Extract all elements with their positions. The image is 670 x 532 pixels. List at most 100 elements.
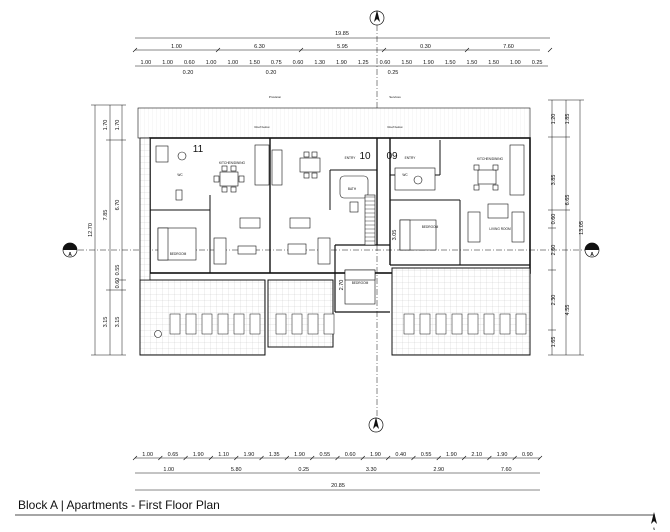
terrace-loungers bbox=[169, 313, 527, 335]
bottom-dim-row1-11: 0.40 bbox=[395, 452, 406, 458]
interior-dim-1: 3.05 bbox=[392, 230, 398, 241]
top-dim-row1-tick bbox=[381, 47, 387, 53]
lounger bbox=[217, 313, 229, 335]
lounger bbox=[515, 313, 527, 335]
top-dim-row2-17: 1.50 bbox=[488, 60, 499, 66]
bottom-dim-row1-tick bbox=[360, 455, 366, 461]
right-inner-dim-2: 3.85 bbox=[551, 175, 557, 186]
terrace-table bbox=[154, 330, 162, 338]
top-dim-row1-4: 0.30 bbox=[420, 44, 431, 50]
section-marker-left-label: A bbox=[68, 252, 72, 258]
top-dim-row2-5: 1.00 bbox=[227, 60, 238, 66]
top-dim-row1-tick bbox=[215, 47, 221, 53]
lounger bbox=[185, 313, 197, 335]
lounger bbox=[169, 313, 181, 335]
bottom-dim-row1-tick bbox=[208, 455, 214, 461]
bottom-dim-row1-tick bbox=[234, 455, 239, 461]
roof-note-2: Roof below bbox=[387, 125, 403, 129]
bottom-dim-row1-tick bbox=[259, 455, 264, 461]
room-label-bath-10: BATH bbox=[348, 187, 357, 191]
left-outer-dim-2: 7.85 bbox=[103, 210, 109, 221]
right-inner-dim-1: 1.20 bbox=[551, 114, 557, 125]
bottom-dim-row1-9: 0.60 bbox=[345, 452, 356, 458]
left-dimensions bbox=[91, 104, 126, 356]
lounger bbox=[307, 313, 319, 335]
bottom-dim-row2-1: 1.00 bbox=[163, 467, 174, 473]
top-dim-row2-14: 1.90 bbox=[423, 60, 434, 66]
right-outer-dim-1: 1.85 bbox=[565, 114, 571, 125]
top-dim-row1-tick bbox=[298, 47, 304, 53]
bottom-dim-row1-tick bbox=[385, 455, 391, 461]
north-arrow-top bbox=[369, 10, 385, 26]
bottom-dim-row2-3: 0.25 bbox=[298, 467, 309, 473]
top-dim-row1-tick bbox=[464, 47, 470, 53]
drawing-title: Block A | Apartments - First Floor Plan bbox=[18, 498, 220, 512]
stair-treads bbox=[365, 196, 375, 242]
top-dim-row1-5: 7.60 bbox=[503, 44, 514, 50]
bottom-dim-row1-7: 1.90 bbox=[294, 452, 305, 458]
bottom-dim-row1-tick bbox=[461, 455, 467, 461]
lounger bbox=[483, 313, 495, 335]
lounger bbox=[201, 313, 213, 335]
bottom-dim-row1-tick bbox=[183, 455, 188, 461]
left-inner-dim-2: 6.70 bbox=[115, 200, 121, 211]
top-dim-row1-tick bbox=[132, 47, 138, 53]
lounger bbox=[233, 313, 245, 335]
top-dim-row2-10: 1.90 bbox=[336, 60, 347, 66]
top-dim-row2-3: 0.60 bbox=[184, 60, 195, 66]
top-dim-row2-15: 1.50 bbox=[445, 60, 456, 66]
top-dim-sub-1: 0.20 bbox=[183, 70, 194, 76]
bottom-dim-row1-3: 1.90 bbox=[193, 452, 204, 458]
roof-note-1: Roof below bbox=[254, 125, 270, 129]
bottom-dim-row1-6: 1.35 bbox=[269, 452, 280, 458]
apartment-number-11: 11 bbox=[193, 144, 204, 155]
top-dim-row2-11: 1.25 bbox=[358, 60, 369, 66]
bottom-dim-row1-tick bbox=[309, 455, 315, 461]
bottom-dim-row1-13: 1.90 bbox=[446, 452, 457, 458]
lounger bbox=[435, 313, 447, 335]
lounger bbox=[323, 313, 335, 335]
furniture bbox=[155, 144, 525, 305]
right-overall-dim: 13.05 bbox=[579, 221, 585, 235]
bottom-dim-row1-12: 0.55 bbox=[421, 452, 432, 458]
terrace-apt-09 bbox=[391, 267, 531, 356]
lounger bbox=[291, 313, 303, 335]
section-marker-left: A bbox=[62, 242, 78, 258]
interior-dim-2: 2.70 bbox=[339, 280, 345, 291]
lounger bbox=[275, 313, 287, 335]
bottom-dim-row1-tick bbox=[537, 455, 543, 461]
top-dim-sub-2: 0.20 bbox=[266, 70, 277, 76]
lounger bbox=[467, 313, 479, 335]
section-marker-right: A bbox=[584, 242, 600, 258]
bottom-dim-row2-6: 7.60 bbox=[501, 467, 512, 473]
terrace-apt-10 bbox=[267, 279, 334, 348]
right-inner-dim-4: 2.60 bbox=[551, 245, 557, 256]
bottom-dim-row2-5: 2.90 bbox=[433, 467, 444, 473]
north-arrow-corner: N bbox=[651, 512, 657, 531]
top-dim-row2-13: 1.50 bbox=[401, 60, 412, 66]
side-balcony bbox=[139, 137, 151, 281]
left-outer-dim-1: 1.70 bbox=[103, 120, 109, 131]
top-dim-row1-2: 6.30 bbox=[254, 44, 265, 50]
top-dim-row2-6: 1.50 bbox=[249, 60, 260, 66]
left-inner-dim-4: 0.60 bbox=[115, 278, 121, 289]
room-label-kitchen-11: KITCHEN/DINING bbox=[219, 161, 246, 165]
bottom-dim-row1-tick bbox=[411, 455, 416, 461]
lounger bbox=[499, 313, 511, 335]
room-label-bedroom-09: BEDROOM bbox=[422, 225, 439, 229]
north-arrow-bottom bbox=[368, 417, 384, 433]
room-label-kitchen-09: KITCHEN/DINING bbox=[477, 157, 504, 161]
top-dim-row2-4: 1.00 bbox=[206, 60, 217, 66]
left-inner-dim-1: 1.70 bbox=[115, 120, 121, 131]
top-dim-row2-16: 1.50 bbox=[467, 60, 478, 66]
bottom-dim-row1-tick bbox=[158, 455, 163, 461]
bottom-dim-row1-16: 0.90 bbox=[522, 452, 533, 458]
right-outer-dim-3: 4.55 bbox=[565, 305, 571, 316]
bottom-dim-row1-tick bbox=[512, 455, 517, 461]
bottom-dim-row1-tick bbox=[436, 455, 441, 461]
bottom-dim-row1-5: 1.90 bbox=[244, 452, 255, 458]
apartment-number-09: 09 bbox=[386, 151, 398, 162]
